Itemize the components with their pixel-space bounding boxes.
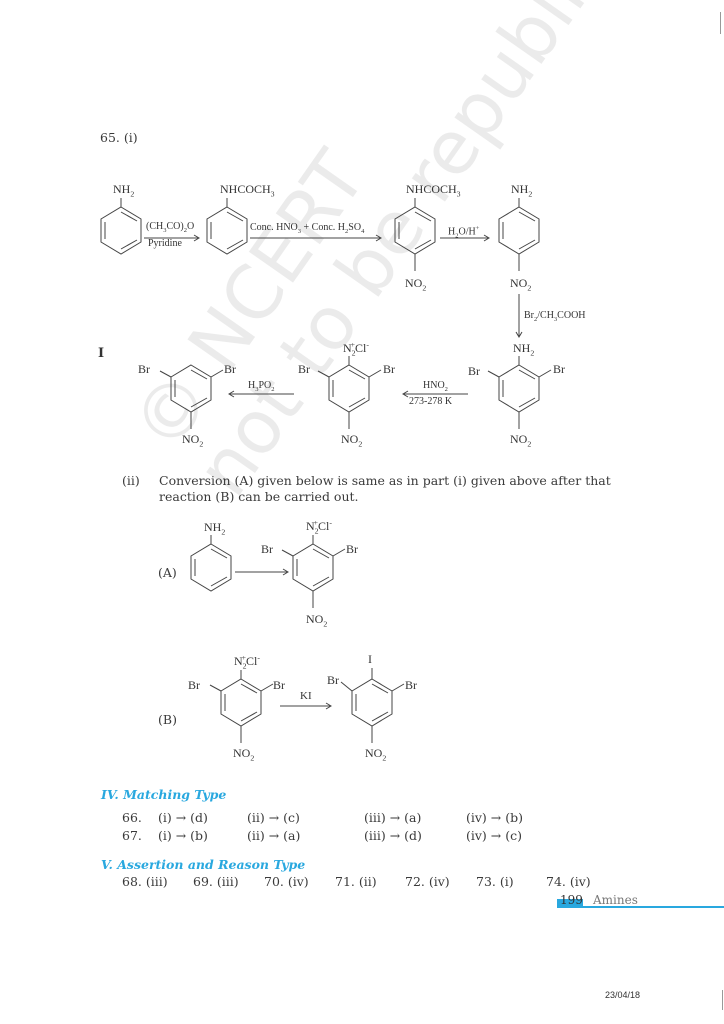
question-65-label: 65. (i)	[100, 130, 138, 145]
acetanilide-label: NHCOCH3	[220, 182, 275, 199]
page-number-highlight	[557, 899, 583, 908]
part-ii-text-line2: reaction (B) can be carried out.	[159, 489, 359, 504]
br-left-label: Br	[327, 673, 339, 687]
iodo-label: I	[368, 652, 372, 666]
answer-73: 73. (i)	[476, 874, 514, 889]
reagent-pyridine: Pyridine	[148, 238, 182, 249]
answer-68: 68. (iii)	[122, 874, 168, 889]
benzene-ring-p-nitroacetanilide	[394, 198, 436, 271]
reagent-temperature: 273-278 K	[409, 396, 453, 407]
page-number: 199	[560, 893, 583, 907]
part-ii-label: (ii)	[122, 473, 140, 488]
print-date: 23/04/18	[605, 990, 641, 1000]
diazonium-label: N2+Cl-	[306, 518, 332, 536]
benzene-ring-aniline-a	[190, 535, 232, 592]
arrow-step2	[250, 234, 382, 242]
nitro-label: NO2	[182, 432, 204, 449]
benzene-ring-acetanilide	[206, 198, 248, 255]
arrow-step4	[515, 294, 523, 338]
nitro-label: NO2	[341, 432, 363, 449]
benzene-ring-dibromo-nitroaniline	[487, 356, 552, 429]
reagent-acetic-anhydride: (CH3CO)2O	[146, 221, 195, 234]
br-left-label: Br	[298, 362, 310, 376]
crop-mark-bottom	[722, 990, 723, 1010]
aniline-nh2-label: NH2	[113, 182, 135, 199]
chapter-name: Amines	[593, 893, 638, 907]
matching-row-67-cell-2: (ii) → (a)	[247, 828, 301, 843]
arrow-reaction-a	[235, 568, 289, 576]
br-right-label: Br	[405, 678, 417, 692]
reagent-ki: KI	[300, 690, 312, 702]
answer-69: 69. (iii)	[193, 874, 239, 889]
product-marker: I	[98, 346, 105, 361]
nitro-label: NO2	[405, 276, 427, 293]
part-ii-text-line1: Conversion (A) given below is same as in…	[159, 473, 611, 488]
p-nitroaniline-nh2-label: NH2	[511, 182, 533, 199]
br-right-label: Br	[224, 362, 236, 376]
br-left-label: Br	[188, 678, 200, 692]
footer-rule	[557, 906, 724, 908]
diazonium-label: N2+Cl-	[343, 340, 369, 358]
answer-71: 71. (ii)	[335, 874, 377, 889]
answer-74: 74. (iv)	[546, 874, 591, 889]
arrow-step5	[402, 390, 468, 398]
matching-row-66-cell-2: (ii) → (c)	[247, 810, 300, 825]
crop-mark-top	[720, 12, 721, 34]
matching-row-67-cell-1: (i) → (b)	[158, 828, 208, 843]
benzene-ring-p-nitroaniline	[498, 198, 540, 271]
matching-row-66-cell-1: (i) → (d)	[158, 810, 208, 825]
answer-70: 70. (iv)	[264, 874, 309, 889]
arrow-step1	[144, 234, 200, 242]
matching-row-67-cell-4: (iv) → (c)	[466, 828, 522, 843]
benzene-ring-diazonium-b	[209, 670, 274, 743]
reagent-nitration: Conc. HNO3 + Conc. H2SO4	[250, 222, 365, 235]
p-nitroacetanilide-label: NHCOCH3	[406, 182, 461, 199]
arrow-reaction-b	[280, 702, 332, 710]
reaction-b-label: (B)	[158, 712, 177, 727]
nitro-label: NO2	[510, 276, 532, 293]
nitro-label: NO2	[510, 432, 532, 449]
aniline-nh2-label: NH2	[204, 520, 226, 537]
matching-row-66-num: 66.	[122, 810, 142, 825]
benzene-ring-diazonium-a	[281, 535, 346, 608]
arrow-step3	[440, 234, 490, 242]
nitro-label: NO2	[306, 612, 328, 629]
reagent-nitrous-acid: HNO2	[423, 380, 448, 393]
answer-72: 72. (iv)	[405, 874, 450, 889]
nitro-label: NO2	[365, 746, 387, 763]
br-left-label: Br	[138, 362, 150, 376]
matching-row-66-cell-4: (iv) → (b)	[466, 810, 523, 825]
reagent-hydrolysis: H2O/H+	[448, 225, 480, 240]
diazonium-label: N2+Cl-	[234, 653, 260, 671]
br-left-label: Br	[468, 364, 480, 378]
matching-row-67-num: 67.	[122, 828, 142, 843]
dibromo-nitroaniline-nh2-label: NH2	[513, 341, 535, 358]
arrow-step6	[228, 390, 294, 398]
br-left-label: Br	[261, 542, 273, 556]
matching-row-66-cell-3: (iii) → (a)	[364, 810, 422, 825]
benzene-ring-aniline	[100, 198, 142, 255]
reaction-a-label: (A)	[158, 565, 177, 580]
nitro-label: NO2	[233, 746, 255, 763]
matching-row-67-cell-3: (iii) → (d)	[364, 828, 422, 843]
reagent-bromination: Br2/CH3COOH	[524, 310, 586, 323]
br-right-label: Br	[273, 678, 285, 692]
br-right-label: Br	[553, 362, 565, 376]
benzene-ring-dibromonitrobenzene	[159, 364, 224, 429]
section-v-heading: V. Assertion and Reason Type	[101, 857, 306, 872]
benzene-ring-iodo-product	[340, 668, 405, 743]
section-iv-heading: IV. Matching Type	[101, 787, 227, 802]
br-right-label: Br	[383, 362, 395, 376]
br-right-label: Br	[346, 542, 358, 556]
benzene-ring-diazonium	[317, 356, 382, 429]
reagent-hypophosphorous-acid: H3PO2	[248, 380, 275, 393]
